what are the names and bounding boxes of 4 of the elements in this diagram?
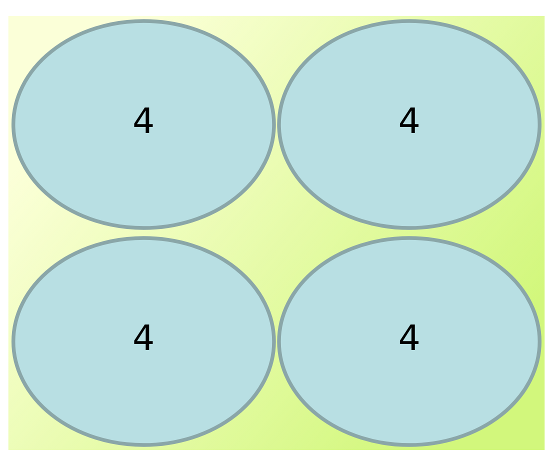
node-ellipse: 4 [277, 236, 542, 446]
node-ellipse: 4 [11, 18, 276, 230]
node-ellipse: 4 [277, 18, 542, 230]
node-ellipse: 4 [11, 236, 276, 446]
